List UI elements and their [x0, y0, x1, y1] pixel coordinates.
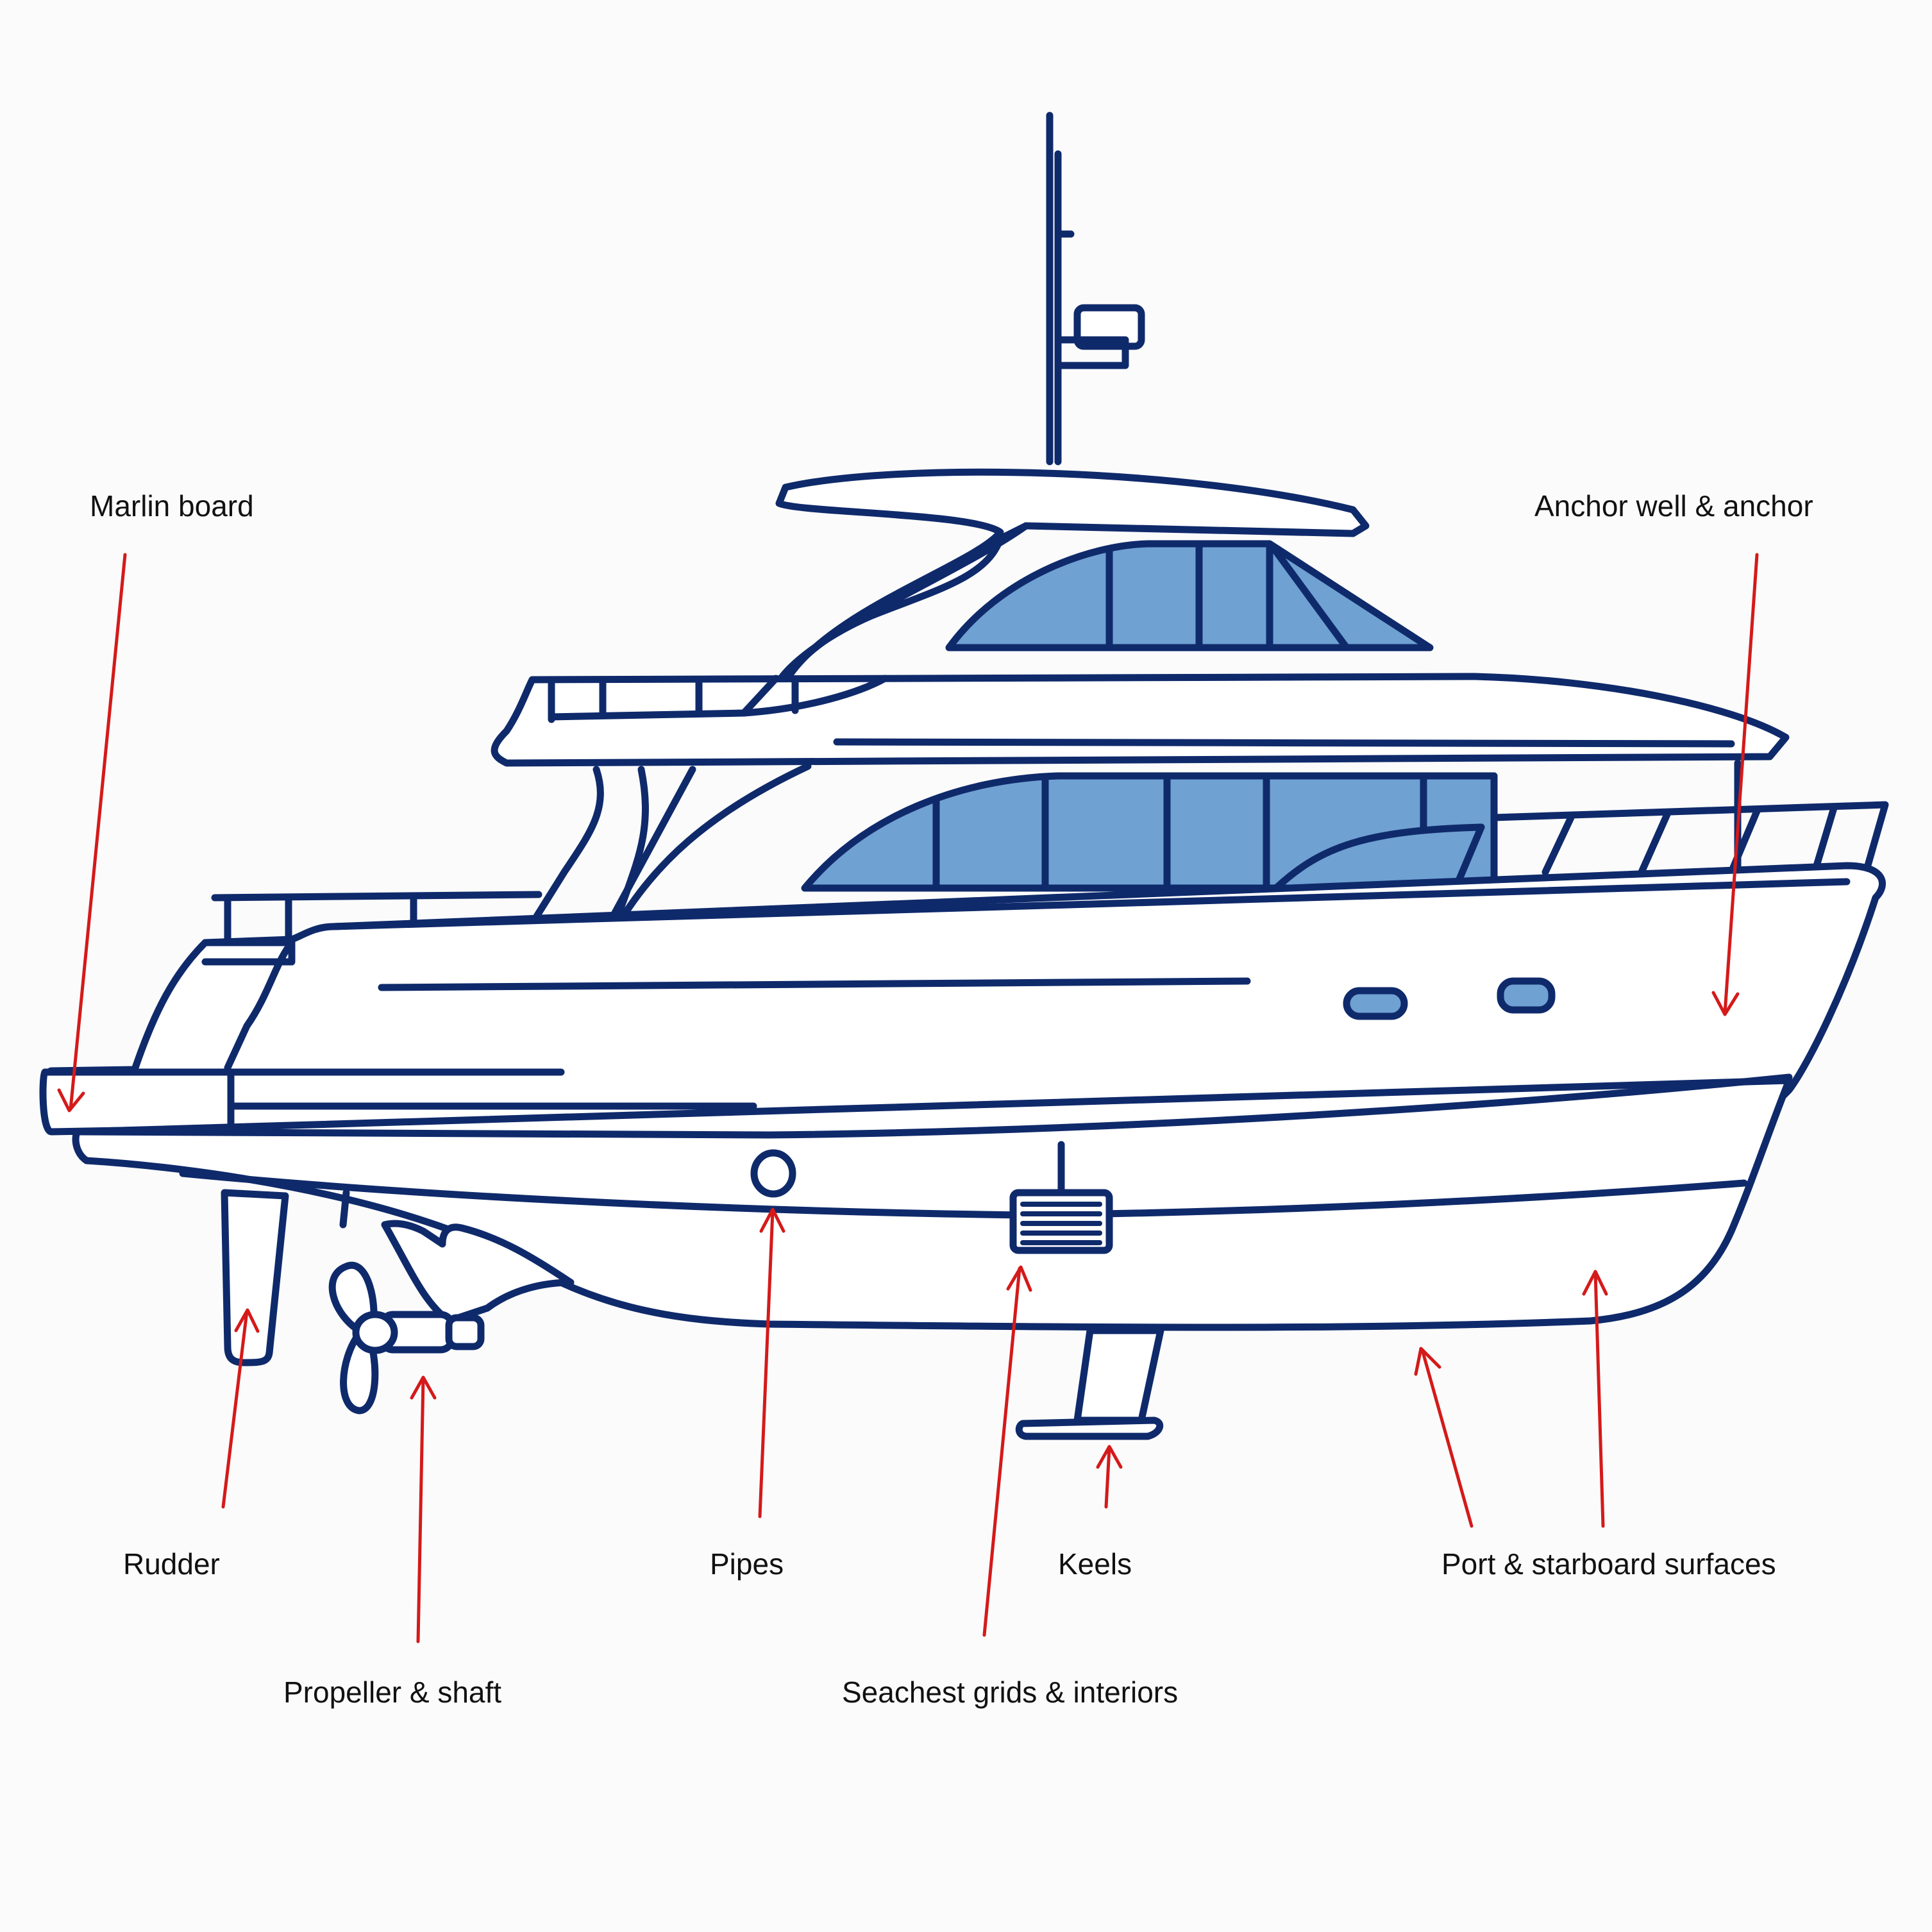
callout-labels: Marlin board Anchor well & anchor Rudder… [90, 489, 1813, 1709]
arrow-rudder [221, 1308, 260, 1509]
arrow-port-starboard-1 [1414, 1347, 1474, 1528]
bow-rail [1490, 801, 1889, 876]
porthole [1497, 977, 1556, 1014]
arrow-port-starboard-2 [1582, 1270, 1608, 1528]
label-propeller-shaft: Propeller & shaft [283, 1676, 501, 1709]
flybridge-deck [491, 673, 1790, 767]
label-marlin-board: Marlin board [90, 489, 254, 523]
arrow-propeller-shaft [410, 1375, 437, 1643]
pipe-opening [750, 1149, 796, 1198]
label-keels: Keels [1058, 1547, 1132, 1581]
propeller [328, 1261, 485, 1415]
keel [1015, 1327, 1164, 1440]
label-anchor-well: Anchor well & anchor [1534, 489, 1813, 523]
hull-upper [44, 862, 1886, 1136]
arrow-seachest [982, 1265, 1032, 1637]
rudder-blade [221, 1189, 289, 1366]
label-rudder: Rudder [123, 1547, 220, 1581]
shaft-strut [381, 1220, 575, 1325]
porthole [1343, 987, 1408, 1020]
label-seachest: Seachest grids & interiors [842, 1676, 1178, 1709]
radar-mast [1046, 112, 1145, 466]
arrow-pipes [758, 1207, 785, 1518]
arrow-marlin-board [57, 553, 127, 1113]
flybridge-windows [945, 540, 1434, 651]
seachest-grid [1009, 1141, 1113, 1254]
arrow-keels [1096, 1445, 1123, 1509]
callout-arrows [57, 553, 1759, 1643]
label-pipes: Pipes [710, 1547, 784, 1581]
yacht-illustration [39, 112, 1889, 1440]
label-port-starboard: Port & starboard surfaces [1441, 1547, 1776, 1581]
arrow-anchor-well [1711, 553, 1759, 1016]
